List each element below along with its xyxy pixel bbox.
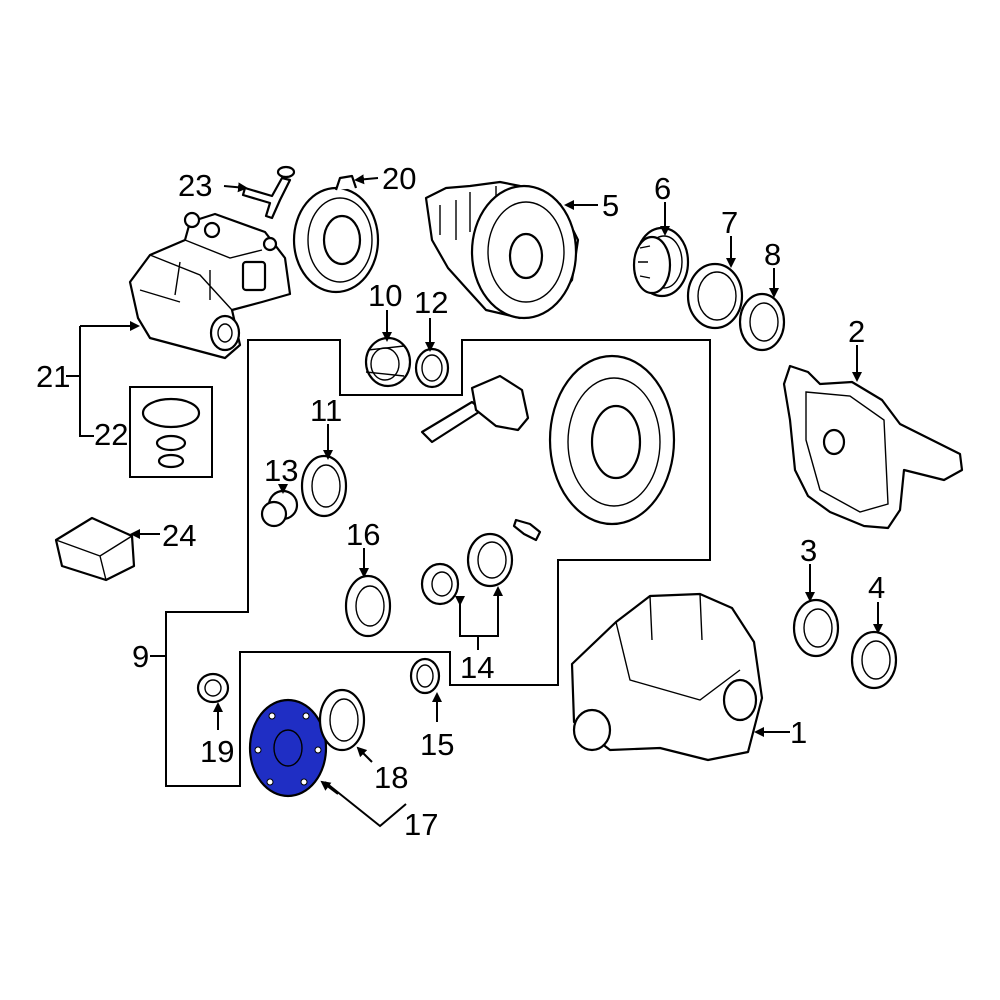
module-24 — [54, 516, 136, 582]
callout-17: 17 — [404, 807, 438, 842]
ring-gear — [548, 354, 676, 526]
housing-1 — [570, 592, 764, 762]
bearings-14 — [420, 532, 514, 606]
flange-17 — [248, 698, 328, 798]
bearing-10 — [364, 336, 412, 388]
callout-5: 5 — [602, 188, 619, 223]
callout-14: 14 — [460, 650, 494, 685]
callout-21: 21 — [36, 359, 70, 394]
bushing-19 — [196, 672, 230, 704]
spacer-13 — [260, 489, 299, 528]
callout-20: 20 — [382, 161, 416, 196]
pinion-gear — [420, 374, 530, 444]
callout-13: 13 — [264, 453, 298, 488]
oring-kit-22 — [129, 386, 213, 478]
callout-8: 8 — [764, 237, 781, 272]
differential-case — [424, 180, 580, 320]
callout-10: 10 — [368, 278, 402, 313]
group-outline-9 — [165, 339, 711, 787]
callout-12: 12 — [414, 285, 448, 320]
callout-1: 1 — [790, 715, 807, 750]
callout-2: 2 — [848, 314, 865, 349]
callouts: 1 2 3 4 5 6 7 8 9 10 11 12 13 14 15 16 1… — [36, 161, 885, 842]
callout-19: 19 — [200, 734, 234, 769]
washer-15 — [409, 657, 441, 695]
bolt — [512, 518, 542, 542]
cover-2 — [782, 364, 964, 530]
callout-6: 6 — [654, 171, 671, 206]
actuator-assembly — [128, 211, 292, 360]
bearing-6 — [632, 226, 690, 298]
callout-3: 3 — [800, 533, 817, 568]
callout-23: 23 — [178, 168, 212, 203]
callout-11: 11 — [310, 393, 342, 428]
leader-lines — [66, 174, 883, 828]
seal-8 — [738, 292, 786, 352]
vent-pin — [241, 165, 296, 220]
race-7 — [686, 262, 744, 330]
callout-24: 24 — [162, 518, 196, 553]
flange-17-body — [248, 698, 328, 798]
callout-15: 15 — [420, 727, 454, 762]
callout-18: 18 — [374, 760, 408, 795]
callout-4: 4 — [868, 570, 885, 605]
seal-20 — [292, 174, 380, 294]
callout-22: 22 — [94, 417, 128, 452]
callout-7: 7 — [721, 205, 738, 240]
callout-16: 16 — [346, 517, 380, 552]
callout-9: 9 — [132, 639, 149, 674]
